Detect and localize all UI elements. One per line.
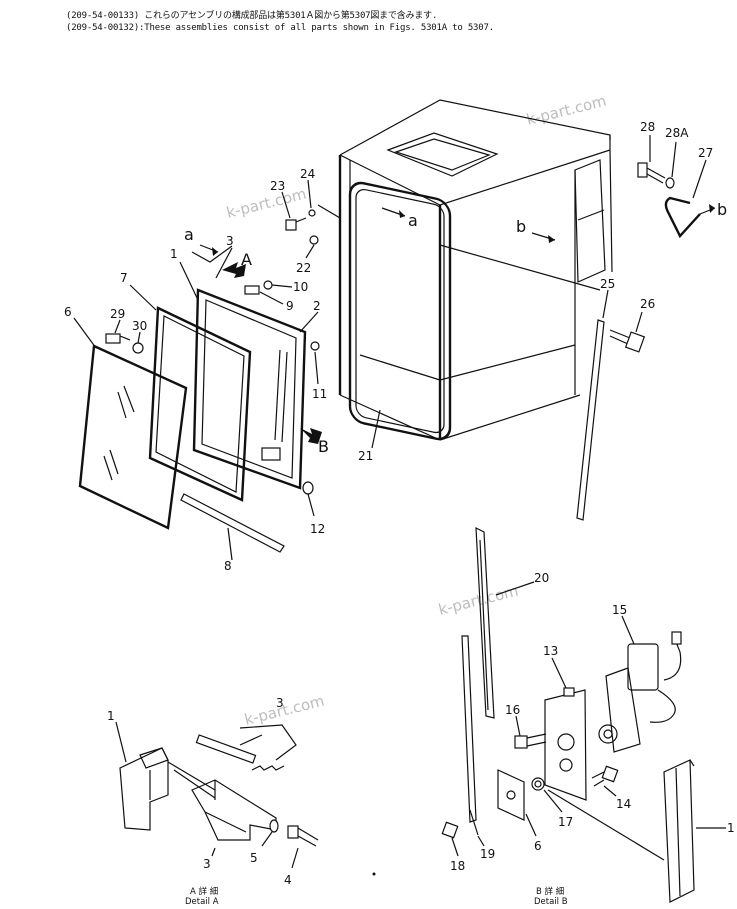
callout-b-16: 16: [505, 703, 520, 717]
callout-3: 3: [226, 234, 234, 248]
detail-a-bracket-3: [191, 779, 277, 841]
washer-22: [309, 235, 319, 245]
washer-24: [308, 209, 316, 217]
callout-b-14: 14: [616, 797, 631, 811]
callout-9: 9: [286, 299, 294, 313]
cab-frame: [338, 99, 613, 441]
callout-a-4: 4: [284, 873, 292, 887]
latch-9: [244, 285, 260, 295]
bolt-26: [609, 329, 646, 353]
marker-b-handle: b: [717, 200, 727, 219]
detail-b-bolt-14: [591, 765, 619, 787]
marker-b-cab: b: [516, 217, 526, 236]
callout-22: 22: [296, 261, 311, 275]
header-line-en: (209-54-00132):These assemblies consist …: [66, 23, 494, 33]
callout-25: 25: [600, 277, 615, 291]
callout-a-1: 1: [107, 709, 115, 723]
marker-A: A: [241, 250, 252, 269]
callout-b-19: 19: [480, 847, 495, 861]
bolt-28: [637, 162, 666, 184]
detail-a-jp: A 詳 細: [190, 886, 218, 897]
washer-30: [132, 342, 144, 354]
callout-a-3b: 3: [203, 857, 211, 871]
callout-21: 21: [358, 449, 373, 463]
callout-7: 7: [120, 271, 128, 285]
handle-27: [664, 196, 701, 239]
detail-a-washer-5: [269, 819, 279, 833]
callout-b-17: 17: [558, 815, 573, 829]
callout-29: 29: [110, 307, 125, 321]
rod-25: [576, 319, 605, 521]
marker-a-door: a: [184, 225, 194, 244]
detail-b-bolt-16: [514, 733, 547, 749]
callout-10: 10: [293, 280, 308, 294]
detail-b-bracket-6: [497, 769, 525, 821]
callout-1: 1: [170, 247, 178, 261]
detail-a-pin: [195, 734, 285, 771]
callout-26: 26: [640, 297, 655, 311]
callout-11: 11: [312, 387, 327, 401]
screw-29: [105, 333, 131, 344]
callout-28a: 28A: [665, 126, 689, 140]
detail-b-wiper-arm-20: [475, 527, 495, 719]
detail-b-post-1: [663, 759, 695, 903]
nut-11: [310, 341, 320, 351]
detail-a-en: Detail A: [185, 897, 219, 907]
nut-12: [302, 481, 314, 495]
detail-b-nut-18: [441, 821, 459, 839]
callout-a-3: 3: [276, 696, 284, 710]
callout-a-5: 5: [250, 851, 258, 865]
detail-a-bolt-4: [287, 825, 319, 847]
header-note: (209-54-00133) これらのアセンブリの構成部品は第5301Ａ図から第…: [66, 10, 494, 34]
marker-a-cab: a: [408, 211, 418, 230]
callout-28: 28: [640, 120, 655, 134]
detail-b-blade-19: [461, 635, 479, 836]
callout-6: 6: [64, 305, 72, 319]
callout-24: 24: [300, 167, 315, 181]
bolt-23: [285, 217, 307, 231]
callout-27: 27: [698, 146, 713, 160]
arrow-view-a: [222, 262, 246, 278]
callout-b-15: 15: [612, 603, 627, 617]
screw-10: [263, 280, 273, 290]
callout-12: 12: [310, 522, 325, 536]
detail-b-plate-13: [544, 687, 587, 801]
callout-30: 30: [132, 319, 147, 333]
detail-b-jp: B 詳 細: [536, 886, 564, 897]
header-line-jp: (209-54-00133) これらのアセンブリの構成部品は第5301Ａ図から第…: [66, 11, 438, 21]
marker-B: B: [318, 437, 329, 456]
detail-b-motor-15: [598, 631, 682, 753]
callout-b-6: 6: [534, 839, 542, 853]
washer-28a: [665, 177, 675, 189]
watermark-3: k-part.com: [437, 582, 521, 619]
callout-b-20: 20: [534, 571, 549, 585]
glass-6: [78, 344, 188, 530]
seal-7: [148, 306, 252, 502]
door-frame-1: [192, 288, 307, 490]
watermark-1: k-part.com: [525, 92, 609, 129]
detail-b-en: Detail B: [534, 897, 568, 907]
watermark-2: k-part.com: [225, 185, 309, 222]
callout-b-1: 1: [727, 821, 735, 835]
callout-8: 8: [224, 559, 232, 573]
callout-b-13: 13: [543, 644, 558, 658]
callout-b-18: 18: [450, 859, 465, 873]
detail-a-bracket-1: [119, 747, 169, 831]
detail-b-washer-17: [531, 777, 545, 791]
watermark-4: k-part.com: [243, 692, 327, 729]
callout-23: 23: [270, 179, 285, 193]
strip-8: [180, 493, 285, 553]
arrow-view-b: [300, 428, 322, 444]
callout-2: 2: [313, 299, 321, 313]
